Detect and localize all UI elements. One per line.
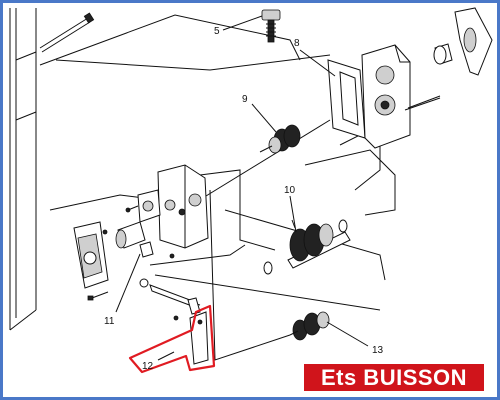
callout-11: 11 — [104, 316, 115, 327]
part-5-screw — [261, 9, 281, 43]
part-9-pinion-gear — [259, 124, 301, 154]
housing-left-edge — [9, 8, 37, 331]
hex-key — [149, 284, 201, 315]
part-12-bracket — [189, 311, 209, 365]
long-bolt-top — [39, 12, 95, 53]
callout-leaders — [115, 15, 369, 361]
callout-8: 8 — [294, 38, 300, 49]
right-end-cap — [433, 7, 493, 76]
motor-mount-block — [137, 164, 209, 249]
callout-9: 9 — [242, 94, 248, 105]
part-8-gear-housing — [327, 44, 441, 149]
callout-13: 13 — [372, 345, 384, 356]
left-end-plate — [73, 221, 109, 301]
part-10-gear-shaft — [263, 219, 351, 275]
part-12-highlight-outline — [128, 304, 216, 374]
motor-cylinder — [115, 221, 154, 258]
brand-logo: Ets BUISSON — [304, 364, 484, 391]
fastener-screws — [125, 205, 179, 321]
part-13-output-gear — [289, 311, 330, 341]
callout-10: 10 — [284, 185, 296, 196]
callout-5: 5 — [214, 26, 220, 37]
callout-12: 12 — [142, 361, 154, 372]
